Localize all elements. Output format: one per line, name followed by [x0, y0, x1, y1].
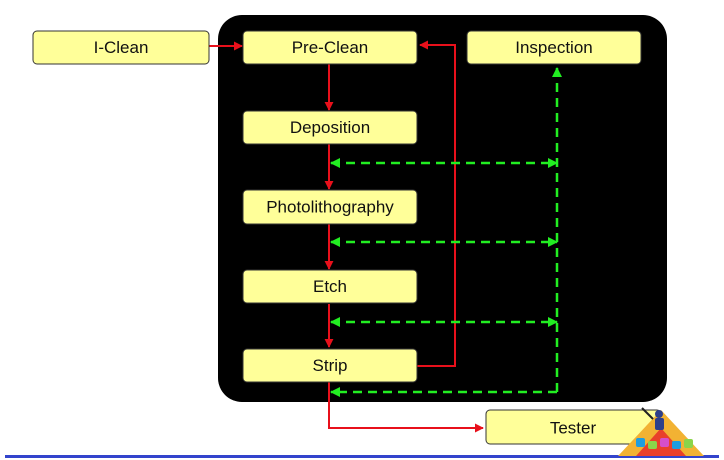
- arrow-strip-loop-to-preclean: [416, 40, 456, 367]
- node-label: Pre-Clean: [292, 38, 369, 57]
- node-strip: Strip: [242, 348, 418, 383]
- presenter-pyramid-icon: [618, 407, 704, 456]
- node-label: Tester: [550, 419, 597, 438]
- node-label: Strip: [313, 356, 348, 375]
- node-deposition: Deposition: [242, 110, 418, 145]
- node-label: Inspection: [515, 38, 593, 57]
- node-label: Photolithography: [266, 198, 394, 217]
- process-arrows: [209, 40, 484, 433]
- node-label: I-Clean: [94, 38, 149, 57]
- node-etch: Etch: [242, 269, 418, 304]
- node-tester: Tester: [485, 409, 662, 445]
- footer-rule: [5, 455, 719, 458]
- arrow-strip-to-tester: [328, 382, 484, 433]
- node-label: Deposition: [290, 118, 370, 137]
- node-label: Etch: [313, 277, 347, 296]
- node-pre-clean: Pre-Clean: [242, 30, 418, 65]
- inspection-arrows: [330, 67, 562, 397]
- node-inspection: Inspection: [466, 30, 642, 65]
- node-i-clean: I-Clean: [32, 30, 210, 65]
- node-photolithography: Photolithography: [242, 189, 418, 225]
